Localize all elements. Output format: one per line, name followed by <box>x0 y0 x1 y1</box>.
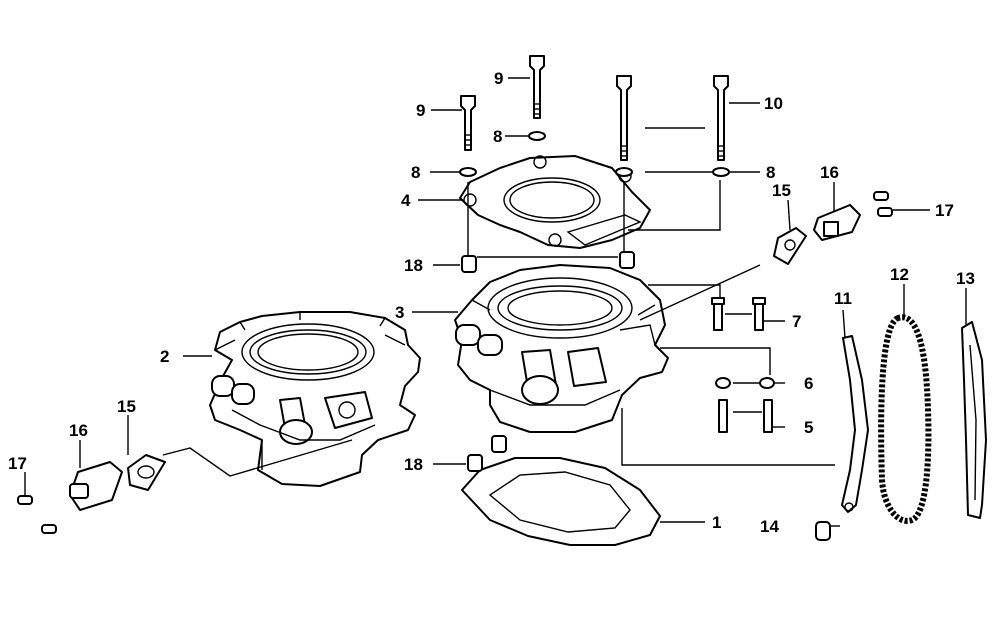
callout-17-right: 17 <box>935 201 954 220</box>
head-bolts <box>460 55 729 161</box>
small-bolts <box>711 297 775 433</box>
callout-12: 12 <box>890 265 909 284</box>
callout-14: 14 <box>760 517 779 536</box>
callout-labels: 1 2 3 4 5 6 7 8 8 8 9 9 10 11 12 13 14 1… <box>8 69 975 536</box>
timing-chain <box>878 314 932 524</box>
cylinder-right <box>454 264 669 433</box>
callout-8-right: 8 <box>766 163 775 182</box>
callout-15-left: 15 <box>117 397 136 416</box>
callout-15-right: 15 <box>772 181 791 200</box>
callout-7: 7 <box>792 312 801 331</box>
chain-guide-front <box>841 335 869 513</box>
tensioner-right <box>773 191 893 265</box>
chain-guide-rear <box>961 321 987 519</box>
guide-bolt <box>815 521 831 541</box>
callout-9-top: 9 <box>494 69 503 88</box>
callout-9-left: 9 <box>416 101 425 120</box>
tensioner-left <box>17 454 166 534</box>
head-gasket <box>459 155 651 249</box>
callout-8-top: 8 <box>493 127 502 146</box>
callout-2: 2 <box>160 347 169 366</box>
callout-4: 4 <box>401 191 411 210</box>
callout-16-right: 16 <box>820 163 839 182</box>
leader-lines <box>24 77 967 527</box>
base-gasket <box>461 457 661 546</box>
callout-13: 13 <box>956 269 975 288</box>
washers <box>459 131 730 177</box>
callout-10: 10 <box>764 94 783 113</box>
callout-17-left: 17 <box>8 454 27 473</box>
dowel-pins <box>461 251 635 472</box>
callout-3: 3 <box>395 303 404 322</box>
callout-11: 11 <box>834 289 852 308</box>
cylinder-left <box>209 311 421 487</box>
callout-18-top: 18 <box>404 256 423 275</box>
callout-1: 1 <box>712 513 721 532</box>
callout-18-bottom: 18 <box>404 455 423 474</box>
callout-5: 5 <box>804 418 813 437</box>
callout-6: 6 <box>804 374 813 393</box>
callout-16-left: 16 <box>69 421 88 440</box>
callout-8-left: 8 <box>411 163 420 182</box>
